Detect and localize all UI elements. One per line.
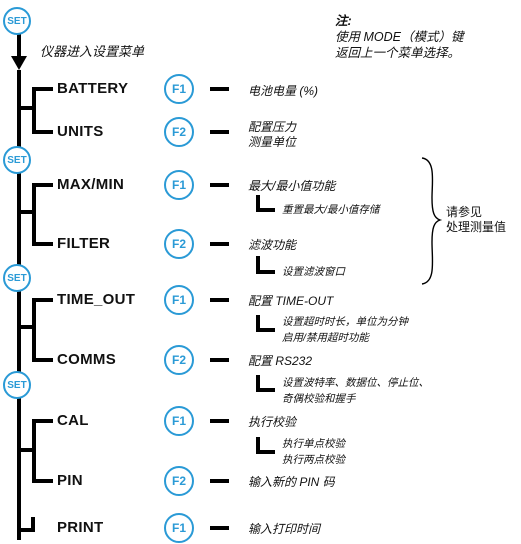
menu-battery[interactable]: BATTERY <box>57 80 129 97</box>
cal-desc: 执行校验 <box>248 415 297 429</box>
intro-text: 仪器进入设置菜单 <box>40 44 145 59</box>
time-out-desc: 配置 TIME-OUT <box>248 294 334 308</box>
grouping-brace <box>421 157 443 285</box>
f1-button[interactable]: F1 <box>164 74 194 104</box>
f2-button[interactable]: F2 <box>164 229 194 259</box>
filter-desc: 滤波功能 <box>248 238 297 252</box>
down-arrow-icon <box>11 56 27 70</box>
units-desc-line-1: 配置压力 <box>248 120 297 134</box>
bracket-note-line-2: 处理测量值 <box>446 220 507 234</box>
menu-units[interactable]: UNITS <box>57 123 104 140</box>
pin-desc: 输入新的 PIN 码 <box>248 475 335 489</box>
max-min-sub: 重置最大/最小值存储 <box>282 204 380 216</box>
f1-button[interactable]: F1 <box>164 170 194 200</box>
f2-button[interactable]: F2 <box>164 117 194 147</box>
f2-button[interactable]: F2 <box>164 345 194 375</box>
bracket-note: 请参见 处理测量值 <box>446 205 506 235</box>
note-line-1: 使用 MODE（模式）键 <box>335 30 464 44</box>
f1-button[interactable]: F1 <box>164 513 194 543</box>
bracket-note-line-1: 请参见 <box>446 205 483 219</box>
menu-pin[interactable]: PIN <box>57 472 83 489</box>
time-out-sub-2: 启用/禁用超时功能 <box>282 332 369 344</box>
f2-button[interactable]: F2 <box>164 466 194 496</box>
comms-desc: 配置 RS232 <box>248 354 313 368</box>
comms-sub-1: 设置波特率、数据位、停止位、 <box>282 377 429 389</box>
menu-max-min[interactable]: MAX/MIN <box>57 176 125 193</box>
menu-comms[interactable]: COMMS <box>57 351 116 368</box>
print-desc: 输入打印时间 <box>248 522 321 536</box>
set-button[interactable]: SET <box>3 264 31 292</box>
menu-print[interactable]: PRINT <box>57 519 104 536</box>
note-block: 注: 使用 MODE（模式）键 返回上一个菜单选择。 <box>335 13 463 61</box>
units-desc-line-2: 测量单位 <box>248 135 297 149</box>
battery-desc: 电池电量 (%) <box>248 84 318 98</box>
filter-sub: 设置滤波窗口 <box>282 266 345 278</box>
note-title: 注: <box>335 14 352 28</box>
cal-sub-1: 执行单点校验 <box>282 438 345 450</box>
set-button[interactable]: SET <box>3 7 31 35</box>
menu-time-out[interactable]: TIME_OUT <box>57 291 136 308</box>
f1-button[interactable]: F1 <box>164 285 194 315</box>
menu-cal[interactable]: CAL <box>57 412 89 429</box>
time-out-sub-1: 设置超时时长，单位为分钟 <box>282 316 408 328</box>
comms-sub-2: 奇偶校验和握手 <box>282 393 356 405</box>
cal-sub-2: 执行两点校验 <box>282 454 345 466</box>
note-line-2: 返回上一个菜单选择。 <box>335 46 461 60</box>
set-button[interactable]: SET <box>3 146 31 174</box>
menu-filter[interactable]: FILTER <box>57 235 111 252</box>
max-min-desc: 最大/最小值功能 <box>248 179 336 193</box>
f1-button[interactable]: F1 <box>164 406 194 436</box>
set-button[interactable]: SET <box>3 371 31 399</box>
